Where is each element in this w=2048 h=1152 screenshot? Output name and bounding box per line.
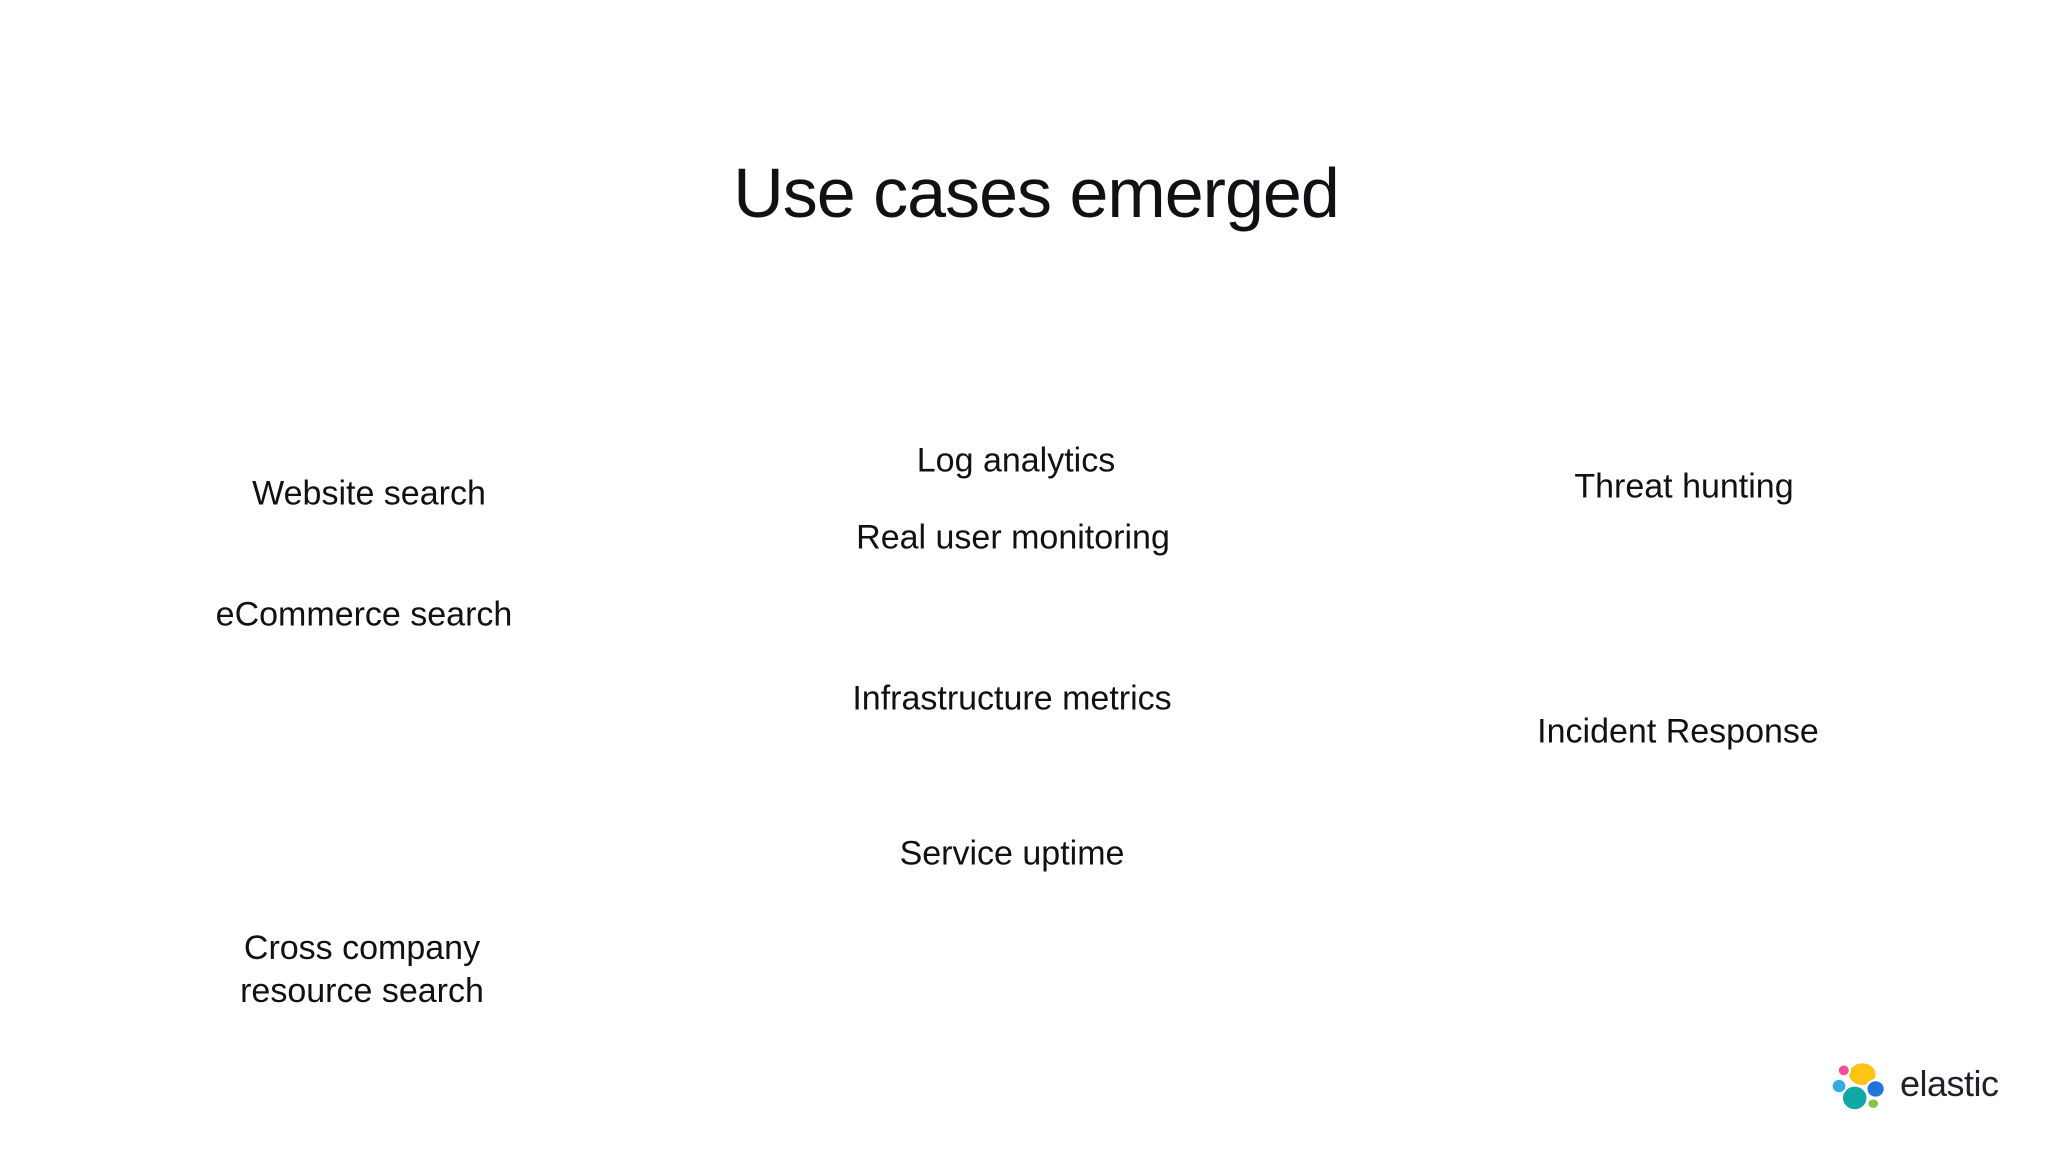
elastic-logo-mark-icon (1830, 1061, 1886, 1112)
use-case-log-analytics: Log analytics (916, 441, 1116, 480)
logo-blob-teal (1840, 1084, 1869, 1112)
logo-blob-blue (1865, 1079, 1886, 1099)
use-case-threat-hunting: Threat hunting (1574, 467, 1794, 506)
logo-blob-green (1866, 1097, 1881, 1110)
use-case-ecommerce-search: eCommerce search (215, 595, 513, 634)
elastic-logo-text: elastic (1900, 1063, 1999, 1104)
use-case-infrastructure-metrics: Infrastructure metrics (852, 679, 1172, 718)
use-case-cross-company-resource-search: Cross company resource search (240, 928, 484, 1010)
use-case-website-search: Website search (252, 474, 486, 513)
use-case-incident-response: Incident Response (1537, 712, 1819, 751)
logo-blob-pink (1836, 1063, 1851, 1078)
elastic-logo: elastic (1830, 1060, 1999, 1114)
use-case-real-user-monitoring: Real user monitoring (856, 518, 1170, 557)
page-title: Use cases emerged (733, 153, 1340, 232)
logo-blob-light-blue (1830, 1077, 1848, 1095)
use-case-service-uptime: Service uptime (899, 834, 1125, 873)
